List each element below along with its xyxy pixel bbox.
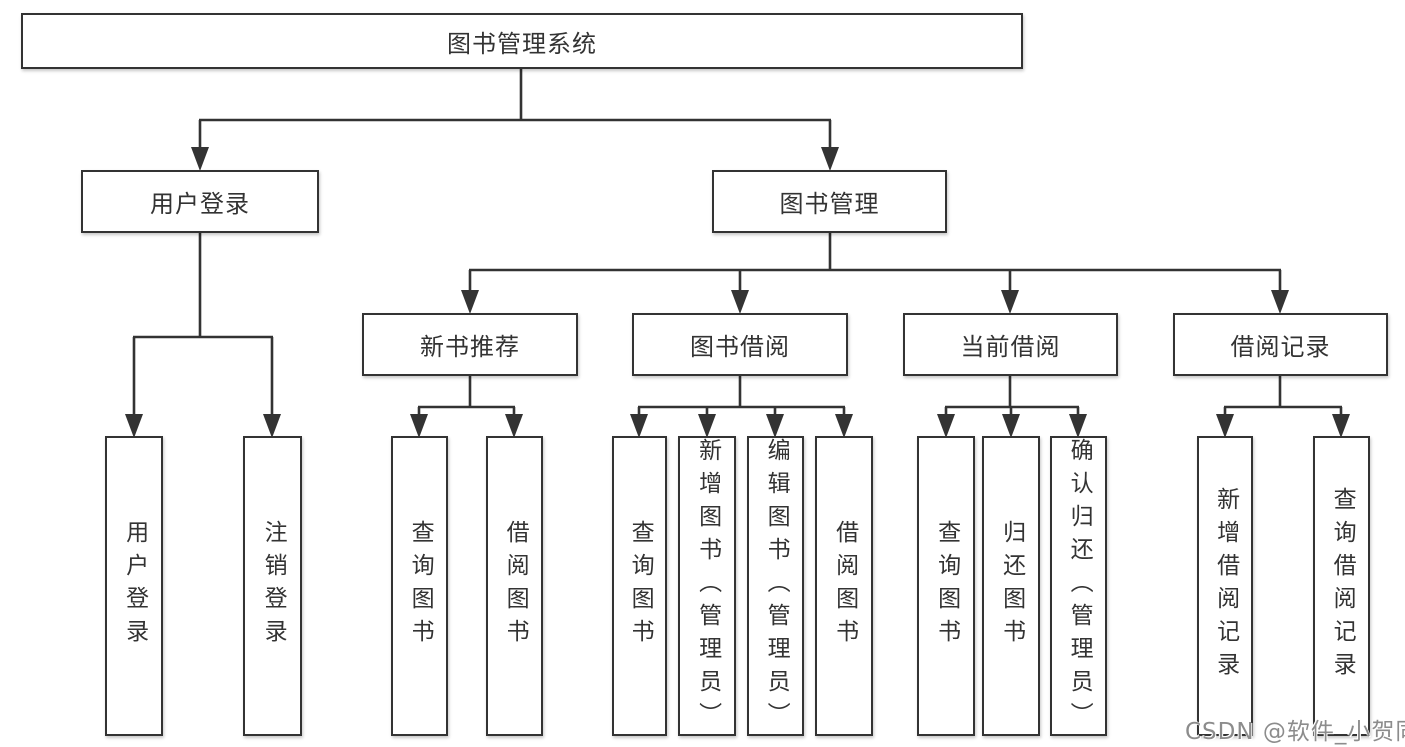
- node-return-books: 归还图书: [982, 436, 1040, 736]
- node-label: 注销登录: [260, 520, 287, 652]
- node-query-borrow-record: 查询借阅记录: [1313, 436, 1370, 736]
- node-label: 用户登录: [121, 520, 148, 652]
- node-query-books-borrow: 查询图书: [612, 436, 667, 736]
- node-borrow-books-recommend: 借阅图书: [486, 436, 543, 736]
- node-label: 借阅图书: [831, 520, 858, 652]
- node-borrow-records: 借阅记录: [1173, 313, 1388, 376]
- node-logout: 注销登录: [243, 436, 302, 736]
- node-query-books-recommend: 查询图书: [391, 436, 448, 736]
- node-query-books-current: 查询图书: [917, 436, 975, 736]
- node-user-login: 用户登录: [81, 170, 319, 233]
- node-book-management: 图书管理: [712, 170, 947, 233]
- node-current-borrowing: 当前借阅: [903, 313, 1118, 376]
- node-label: 查询图书: [627, 520, 654, 652]
- node-user-login-action: 用户登录: [105, 436, 163, 736]
- node-label: 借阅图书: [502, 520, 529, 652]
- node-label: 编辑图书（管理员）: [763, 438, 790, 735]
- node-label: 新增借阅记录: [1212, 487, 1239, 685]
- node-label: 确认归还（管理员）: [1066, 438, 1093, 735]
- node-label: 归还图书: [998, 520, 1025, 652]
- node-label: 查询图书: [407, 520, 434, 652]
- node-add-borrow-record: 新增借阅记录: [1197, 436, 1253, 736]
- csdn-watermark: CSDN @软件_小贺同学: [1185, 719, 1405, 745]
- node-book-borrowing: 图书借阅: [632, 313, 848, 376]
- node-confirm-return-admin: 确认归还（管理员）: [1050, 436, 1107, 736]
- node-label: 查询借阅记录: [1329, 487, 1356, 685]
- node-label: 新增图书（管理员）: [694, 438, 721, 735]
- node-borrow-books: 借阅图书: [815, 436, 873, 736]
- node-add-books-admin: 新增图书（管理员）: [678, 436, 736, 736]
- node-label: 查询图书: [933, 520, 960, 652]
- node-library-system: 图书管理系统: [21, 13, 1023, 69]
- node-new-book-recommend: 新书推荐: [362, 313, 578, 376]
- node-edit-books-admin: 编辑图书（管理员）: [747, 436, 804, 736]
